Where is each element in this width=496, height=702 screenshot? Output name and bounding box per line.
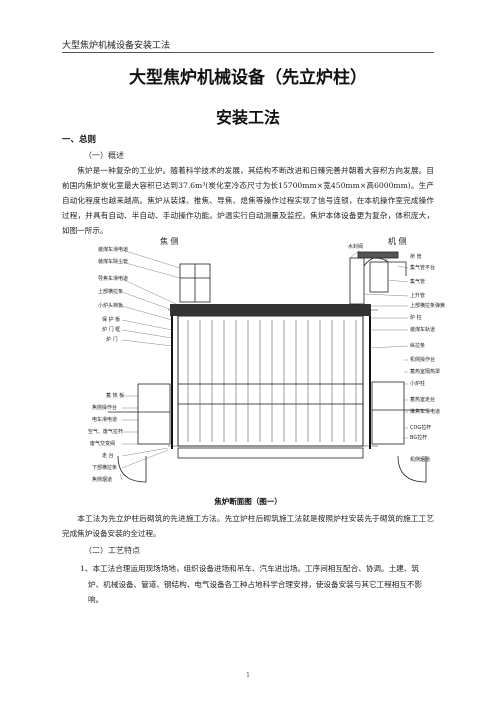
label-left-11: 空气、废气拉杆 xyxy=(88,428,123,435)
label-left-6: 炉 门 框 xyxy=(102,326,120,333)
machine-side-label: 机 侧 xyxy=(388,236,407,246)
header-rule xyxy=(62,52,434,53)
label-right-11: 小炉柱 xyxy=(410,380,425,387)
label-left-7: 炉 门 xyxy=(106,336,118,343)
label-left-14: 下部横拉条 xyxy=(92,464,117,471)
label-left-12: 废气交变阀 xyxy=(90,440,115,447)
label-right-5: 上部横拉条弹簧 xyxy=(410,302,445,309)
right-leader-lines xyxy=(349,249,427,461)
label-right-15: BG拉杆 xyxy=(410,434,427,441)
label-right-10: 蓄热室隔热罩 xyxy=(410,368,440,375)
label-right-1: 桥 管 xyxy=(410,253,422,260)
label-left-1: 装煤车除尘管 xyxy=(98,258,128,265)
label-right-16: 机侧烟道 xyxy=(410,456,430,463)
label-right-4: 上升管 xyxy=(410,292,425,299)
doc-title-line2: 安装工法 xyxy=(215,108,280,127)
label-left-15: 焦侧烟道 xyxy=(92,476,112,483)
flues xyxy=(117,447,427,483)
label-left-9: 焦侧操作台 xyxy=(92,404,117,411)
oven-chambers xyxy=(187,320,357,442)
label-left-4: 小炉头档板 xyxy=(98,302,123,309)
subsection-heading: （一）概述 xyxy=(84,151,124,160)
label-right-14: COG拉杆 xyxy=(410,424,431,431)
gas-collecting-main xyxy=(349,251,407,305)
label-left-3: 上部横拉条 xyxy=(98,288,123,295)
section-heading: 一、总则 xyxy=(62,135,97,145)
machine-side-bench xyxy=(371,381,428,445)
figure-caption: 焦炉断面图（图一） xyxy=(214,497,282,506)
regenerator-zone xyxy=(177,383,364,405)
coke-side-label: 焦 侧 xyxy=(160,236,179,246)
label-right-13: 推焦车滑电道 xyxy=(410,408,440,415)
label-left-10: 电车滑电道 xyxy=(92,416,117,423)
list-item: 1、本工法合理运用现场场地，组织设备进场和吊车、汽车进出场。工序间相互配合、协调… xyxy=(62,561,434,608)
subsection-heading-2: （二）工艺特点 xyxy=(84,546,140,555)
coke-side-bench xyxy=(108,383,171,445)
oven-battery-body xyxy=(177,315,364,447)
charging-car xyxy=(179,263,211,303)
label-left-8: 蓄 热 板 xyxy=(106,392,124,399)
label-right-9: 机侧操作台 xyxy=(410,356,435,363)
running-head: 大型焦炉机械设备安装工法 xyxy=(62,41,171,51)
left-leader-lines xyxy=(119,249,181,481)
label-right-7: 装煤车轨道 xyxy=(410,326,435,333)
page-number: 1 xyxy=(246,672,250,679)
label-left-0: 装煤车滑电道 xyxy=(98,246,128,253)
paragraph-method: 本工法为先立炉柱后砌筑的先进施工方法。先立炉柱后砌筑施工法就是按照炉柱安装先于砌… xyxy=(62,514,434,538)
list-item-text: 本工法合理运用现场场地，组织设备进场和吊车、汽车进出场。工序间相互配合、协调。土… xyxy=(88,564,423,604)
cross-tie-rods xyxy=(168,309,378,447)
label-right-6: 炉 柱 xyxy=(410,314,422,321)
label-left-2: 导焦车滑电道 xyxy=(98,275,128,282)
label-right-3: 集气管 xyxy=(410,278,425,285)
label-right-8: 纵拉条 xyxy=(410,342,425,349)
coke-oven-cross-section-diagram: 焦 侧 机 侧 xyxy=(88,236,445,483)
label-right-12: 蓄热室走台 xyxy=(410,396,435,403)
label-left-5: 保 护 板 xyxy=(102,316,120,323)
paragraph-overview: 焦炉是一种复杂的工业炉。随着科学技术的发展，其结构不断改进和日臻完善并朝着大容积… xyxy=(62,166,434,235)
label-right-2: 集气管平台 xyxy=(410,264,435,271)
list-item-number: 1、 xyxy=(80,564,93,573)
doc-title-line1: 大型焦炉机械设备（先立炉柱） xyxy=(129,68,367,88)
buckstays xyxy=(171,316,371,449)
label-right-0: 水封阀 xyxy=(348,243,363,250)
label-left-13: 走 台 xyxy=(102,452,114,459)
